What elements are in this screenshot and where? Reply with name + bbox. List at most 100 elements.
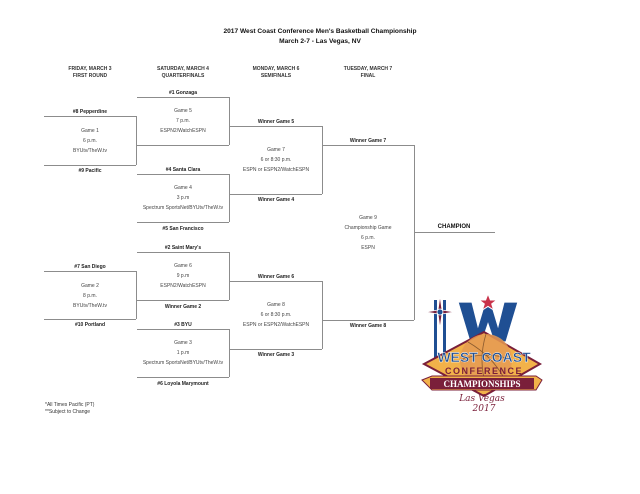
game-time: 6 or 8:30 p.m. (260, 157, 292, 163)
bracket-line (137, 377, 229, 378)
logo-banner-band (430, 378, 534, 389)
game-tv: ESPN2/WatchESPN (160, 283, 206, 289)
team-slot: #10 Portland (74, 322, 105, 328)
compass-center (436, 308, 444, 316)
game-number: Game 2 (81, 283, 99, 289)
game-tv: Spectrum SportsNet/BYUtv/TheW.tv (142, 205, 224, 211)
bracket-line (322, 145, 414, 146)
game-number: Game 9 (359, 215, 377, 221)
team-slot: Winner Game 8 (349, 323, 387, 329)
basketball-icon (460, 334, 512, 386)
game-time: 6 p.m. (361, 235, 375, 241)
bracket-line (229, 329, 230, 377)
bracket-line (229, 281, 322, 282)
team-slot: #7 San Diego (74, 264, 106, 270)
bracket-line (137, 145, 229, 146)
team-slot: #3 BYU (174, 322, 192, 328)
column-day: TUESDAY, MARCH 7 (343, 66, 393, 72)
game-time: 9 p.m (176, 273, 190, 279)
game-time: 6 p.m. (83, 138, 97, 144)
bracket-line (137, 222, 229, 223)
bracket-line (229, 126, 322, 127)
team-slot: #5 San Francisco (162, 226, 204, 232)
champion-line (414, 232, 495, 233)
page-subtitle: March 2-7 - Las Vegas, NV (279, 38, 361, 45)
team-slot: #6 Loyola Marymount (157, 381, 209, 387)
column-round: FIRST ROUND (72, 73, 108, 79)
column-heading-final: TUESDAY, MARCH 7 FINAL (318, 66, 418, 80)
bracket-line (137, 300, 229, 301)
game-tv: ESPN2/WatchESPN (160, 128, 206, 134)
bracket-line (229, 97, 230, 145)
column-day: FRIDAY, MARCH 3 (68, 66, 112, 72)
bracket-line (229, 174, 230, 222)
bracket-line (44, 319, 136, 320)
team-slot: Winner Game 2 (164, 304, 202, 310)
game-time: 6 or 8:30 p.m. (260, 312, 292, 318)
bracket-line (44, 165, 136, 166)
game-tv: ESPN or ESPN2/WatchESPN (242, 322, 310, 328)
bracket-line (137, 329, 229, 330)
logo-post (443, 300, 446, 358)
game-number: Game 1 (81, 128, 99, 134)
column-heading-quarterfinals: SATURDAY, MARCH 4 QUARTERFINALS (133, 66, 233, 80)
team-slot: Winner Game 4 (257, 197, 295, 203)
bracket-line (137, 174, 229, 175)
bracket-line (229, 349, 322, 350)
column-heading-semifinals: MONDAY, MARCH 6 SEMIFINALS (226, 66, 326, 80)
game-tv: Spectrum SportsNet/BYUtv/TheW.tv (142, 360, 224, 366)
game-number: Game 4 (174, 185, 192, 191)
game-time: 3 p.m (176, 195, 190, 201)
bracket-line (322, 320, 414, 321)
column-heading-first-round: FRIDAY, MARCH 3 FIRST ROUND (40, 66, 140, 80)
page-title: 2017 West Coast Conference Men's Basketb… (223, 28, 417, 35)
bracket-line (322, 126, 323, 194)
game-tv: BYUtv/TheW.tv (73, 148, 107, 154)
game-number: Game 3 (174, 340, 192, 346)
team-slot: Winner Game 6 (257, 274, 295, 280)
column-day: SATURDAY, MARCH 4 (157, 66, 209, 72)
logo-post (434, 300, 437, 358)
star-icon (477, 292, 499, 312)
game-time: 1 p.m (176, 350, 190, 356)
team-slot: Winner Game 7 (349, 138, 387, 144)
team-slot: #1 Gonzaga (168, 90, 198, 96)
logo-text-championships: CHAMPIONSHIPS (443, 379, 520, 389)
logo-text-year: 2017 (472, 404, 496, 414)
bracket-line (136, 116, 137, 165)
bracket-line (137, 252, 229, 253)
team-slot: Winner Game 3 (257, 352, 295, 358)
game-tv: BYUtv/TheW.tv (73, 303, 107, 309)
column-round: QUARTERFINALS (161, 73, 205, 79)
game-name: Championship Game (344, 225, 392, 231)
champion-label: CHAMPION (437, 224, 471, 230)
game-time: 8 p.m. (83, 293, 97, 299)
logo-text-west-coast: WEST COAST (437, 349, 531, 365)
footnotes: *All Times Pacific (PT) **Subject to Cha… (45, 402, 94, 416)
team-slot: #9 Pacific (78, 168, 102, 174)
bracket-line (229, 252, 230, 300)
game-tv: ESPN (361, 245, 375, 251)
bracket-line (229, 194, 322, 195)
bracket-line (44, 116, 136, 117)
bracket-line (44, 271, 136, 272)
team-slot: #4 Santa Clara (165, 167, 201, 173)
game-number: Game 6 (174, 263, 192, 269)
column-day: MONDAY, MARCH 6 (252, 66, 300, 72)
logo-graphic: WEST COAST CONFERENCE CHAMPIONSHIPS Las … (421, 292, 543, 414)
logo-text-las-vegas: Las Vegas (458, 394, 505, 404)
team-slot: Winner Game 5 (257, 119, 295, 125)
game-number: Game 7 (267, 147, 285, 153)
team-slot: #2 Saint Mary's (164, 245, 202, 251)
game-number: Game 8 (267, 302, 285, 308)
logo-text-conference: CONFERENCE (445, 366, 523, 376)
team-slot: #8 Pepperdine (72, 109, 108, 115)
bracket-line (322, 281, 323, 349)
game-number: Game 5 (174, 108, 192, 114)
wcc-championships-logo: WEST COAST CONFERENCE CHAMPIONSHIPS Las … (418, 292, 544, 414)
game-tv: ESPN or ESPN2/WatchESPN (242, 167, 310, 173)
column-round: FINAL (360, 73, 376, 79)
column-round: SEMIFINALS (260, 73, 292, 79)
bracket-line (137, 97, 229, 98)
footnote-times: *All Times Pacific (PT) (45, 402, 95, 408)
